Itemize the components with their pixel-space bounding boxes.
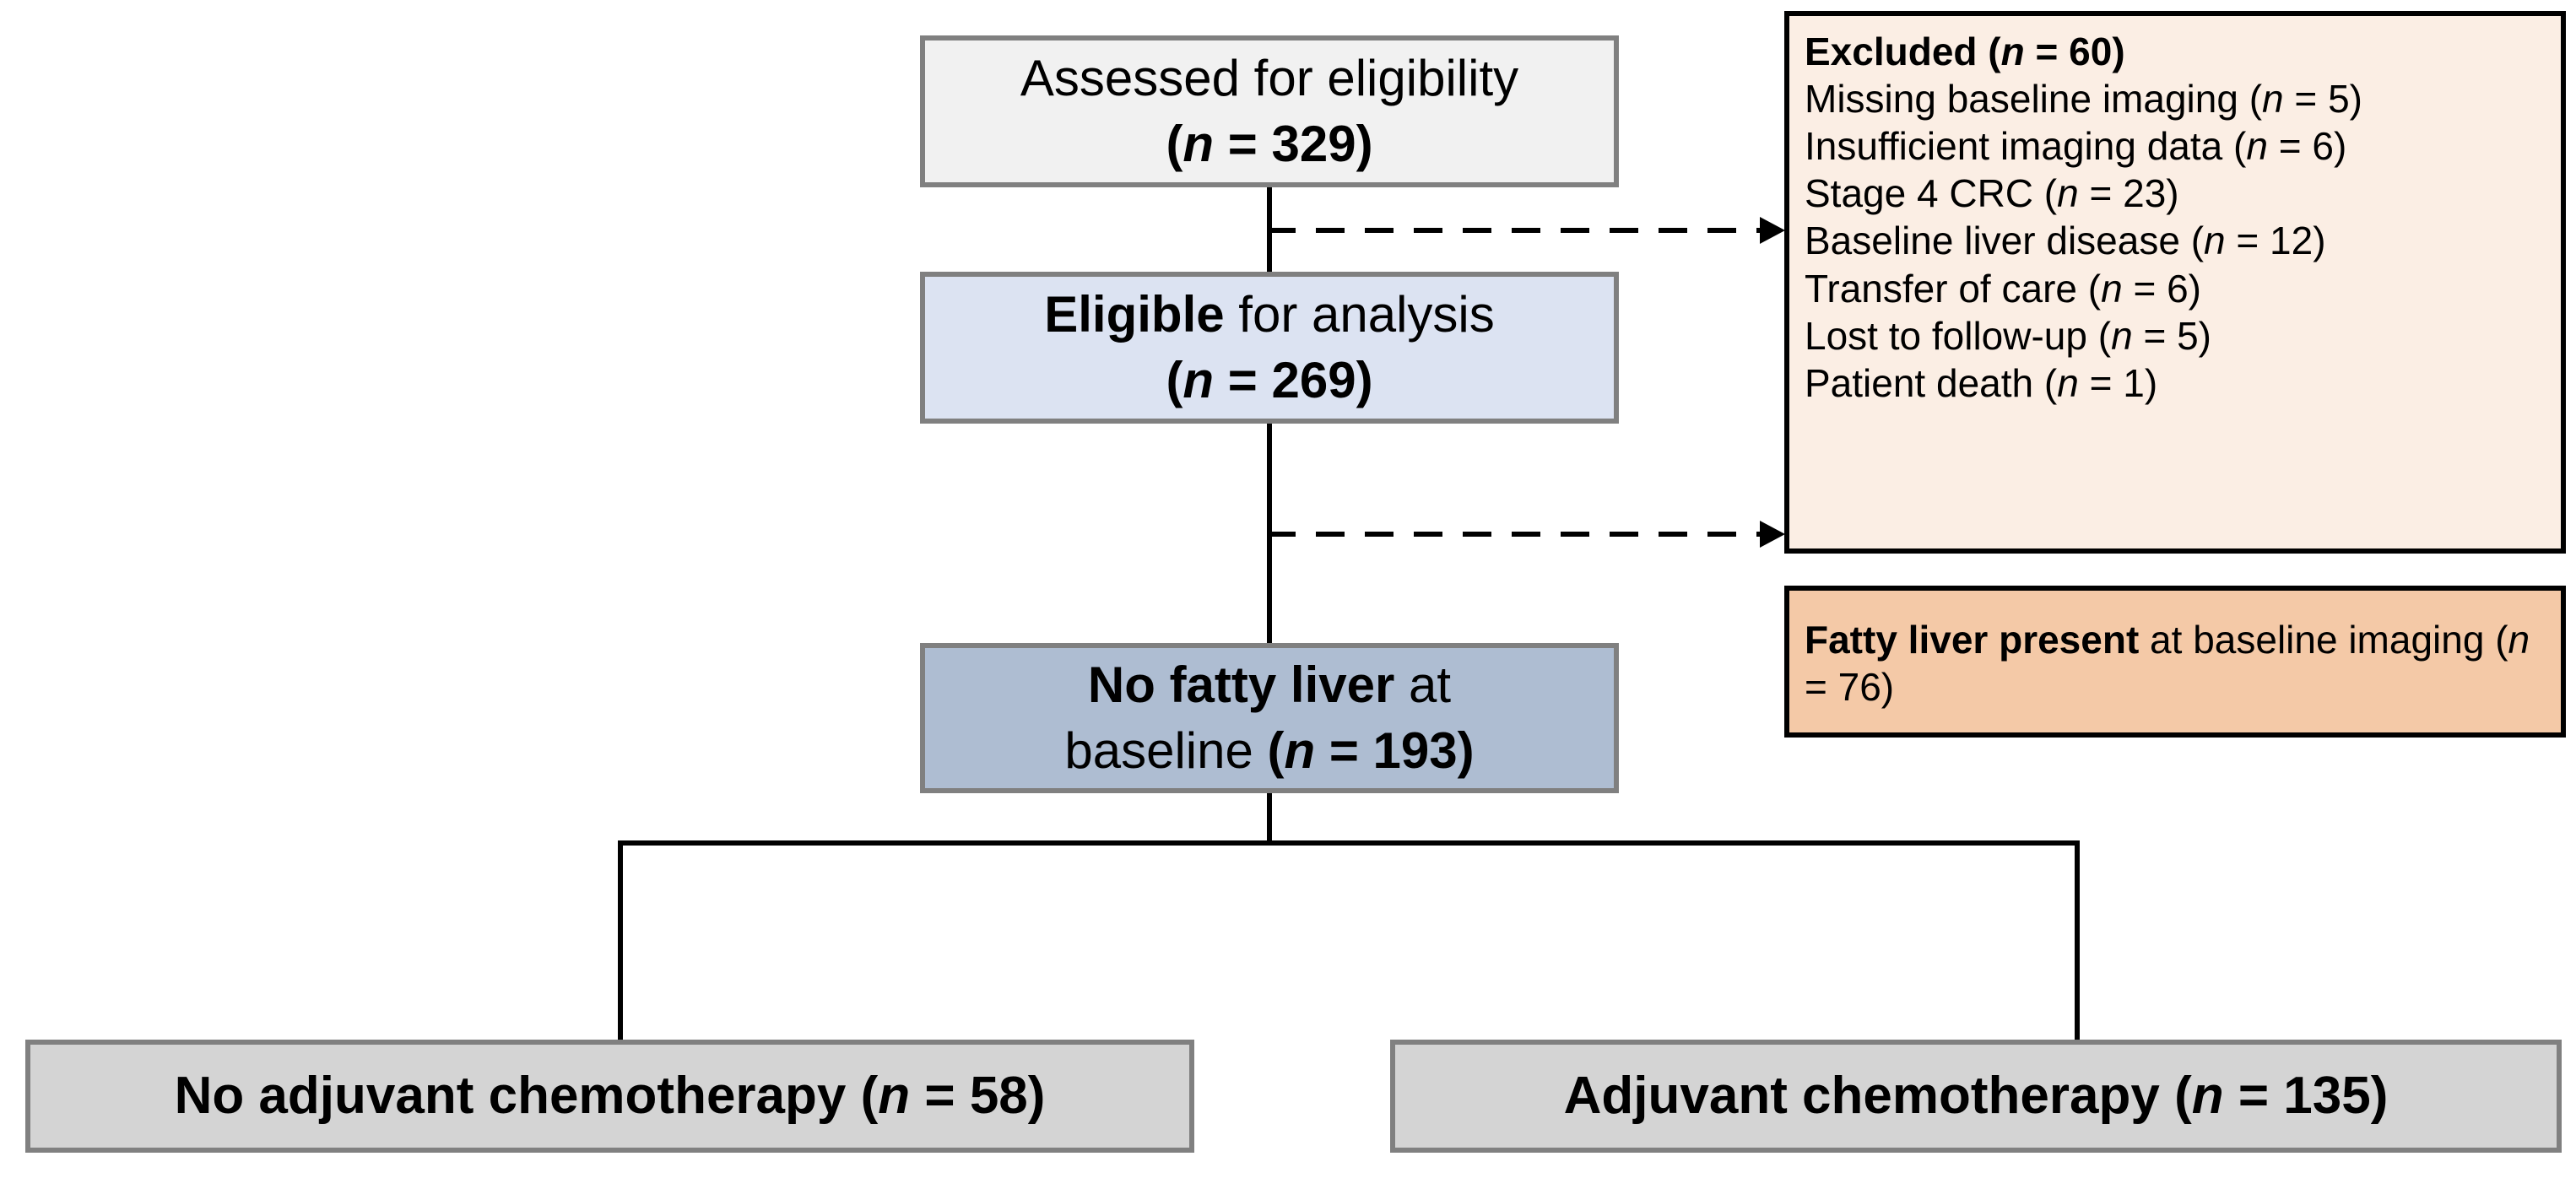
node-no-adjuvant-chemotherapy: No adjuvant chemotherapy (n = 58) xyxy=(25,1040,1194,1153)
connector-branch-to-no-chemo xyxy=(618,840,623,1043)
branch-horizontal-bar xyxy=(618,840,2080,846)
no-chemo-label: No adjuvant chemotherapy (n = 58) xyxy=(174,1066,1046,1125)
node-adjuvant-chemotherapy: Adjuvant chemotherapy (n = 135) xyxy=(1390,1040,2562,1153)
dashed-line xyxy=(1267,532,1763,537)
node-eligible-for-analysis: Eligible for analysis (n = 269) xyxy=(920,272,1619,424)
arrowhead-icon xyxy=(1760,521,1785,548)
node-assessed-line-2: (n = 329) xyxy=(1166,116,1373,172)
node-assessed-for-eligibility: Assessed for eligibility (n = 329) xyxy=(920,35,1619,187)
dashed-line xyxy=(1267,228,1763,233)
arrowhead-icon xyxy=(1760,217,1785,244)
node-excluded-list: Excluded (n = 60) Missing baseline imagi… xyxy=(1784,11,2566,554)
excluded-heading: Excluded (n = 60) xyxy=(1805,30,2125,73)
excluded-item: Transfer of care (n = 6) xyxy=(1805,266,2201,311)
excluded-item: Stage 4 CRC (n = 23) xyxy=(1805,171,2179,216)
excluded-item: Lost to follow-up (n = 5) xyxy=(1805,313,2211,358)
dashed-arrow-to-excluded xyxy=(1267,217,1785,244)
excluded-item: Patient death (n = 1) xyxy=(1805,360,2158,405)
dashed-arrow-to-fatty-liver xyxy=(1267,521,1785,548)
node-assessed-line-1: Assessed for eligibility xyxy=(1020,50,1519,106)
node-nofatty-line-1: No fatty liver at xyxy=(1087,657,1452,713)
node-no-fatty-liver-baseline: No fatty liver at baseline (n = 193) xyxy=(920,643,1619,793)
chemo-label: Adjuvant chemotherapy (n = 135) xyxy=(1563,1066,2389,1125)
node-eligible-line-1: Eligible for analysis xyxy=(1044,286,1495,343)
excluded-item: Baseline liver disease (n = 12) xyxy=(1805,219,2326,263)
node-fatty-liver-present: Fatty liver present at baseline imaging … xyxy=(1784,586,2566,738)
node-eligible-line-2: (n = 269) xyxy=(1166,352,1373,408)
connector-nofatty-to-branch xyxy=(1267,793,1272,846)
excluded-item: Insufficient imaging data (n = 6) xyxy=(1805,124,2347,169)
connector-branch-to-chemo xyxy=(2075,840,2080,1043)
node-nofatty-line-2: baseline (n = 193) xyxy=(1064,722,1475,779)
fatty-liver-text: Fatty liver present at baseline imaging … xyxy=(1805,617,2530,709)
excluded-item: Missing baseline imaging (n = 5) xyxy=(1805,77,2362,122)
